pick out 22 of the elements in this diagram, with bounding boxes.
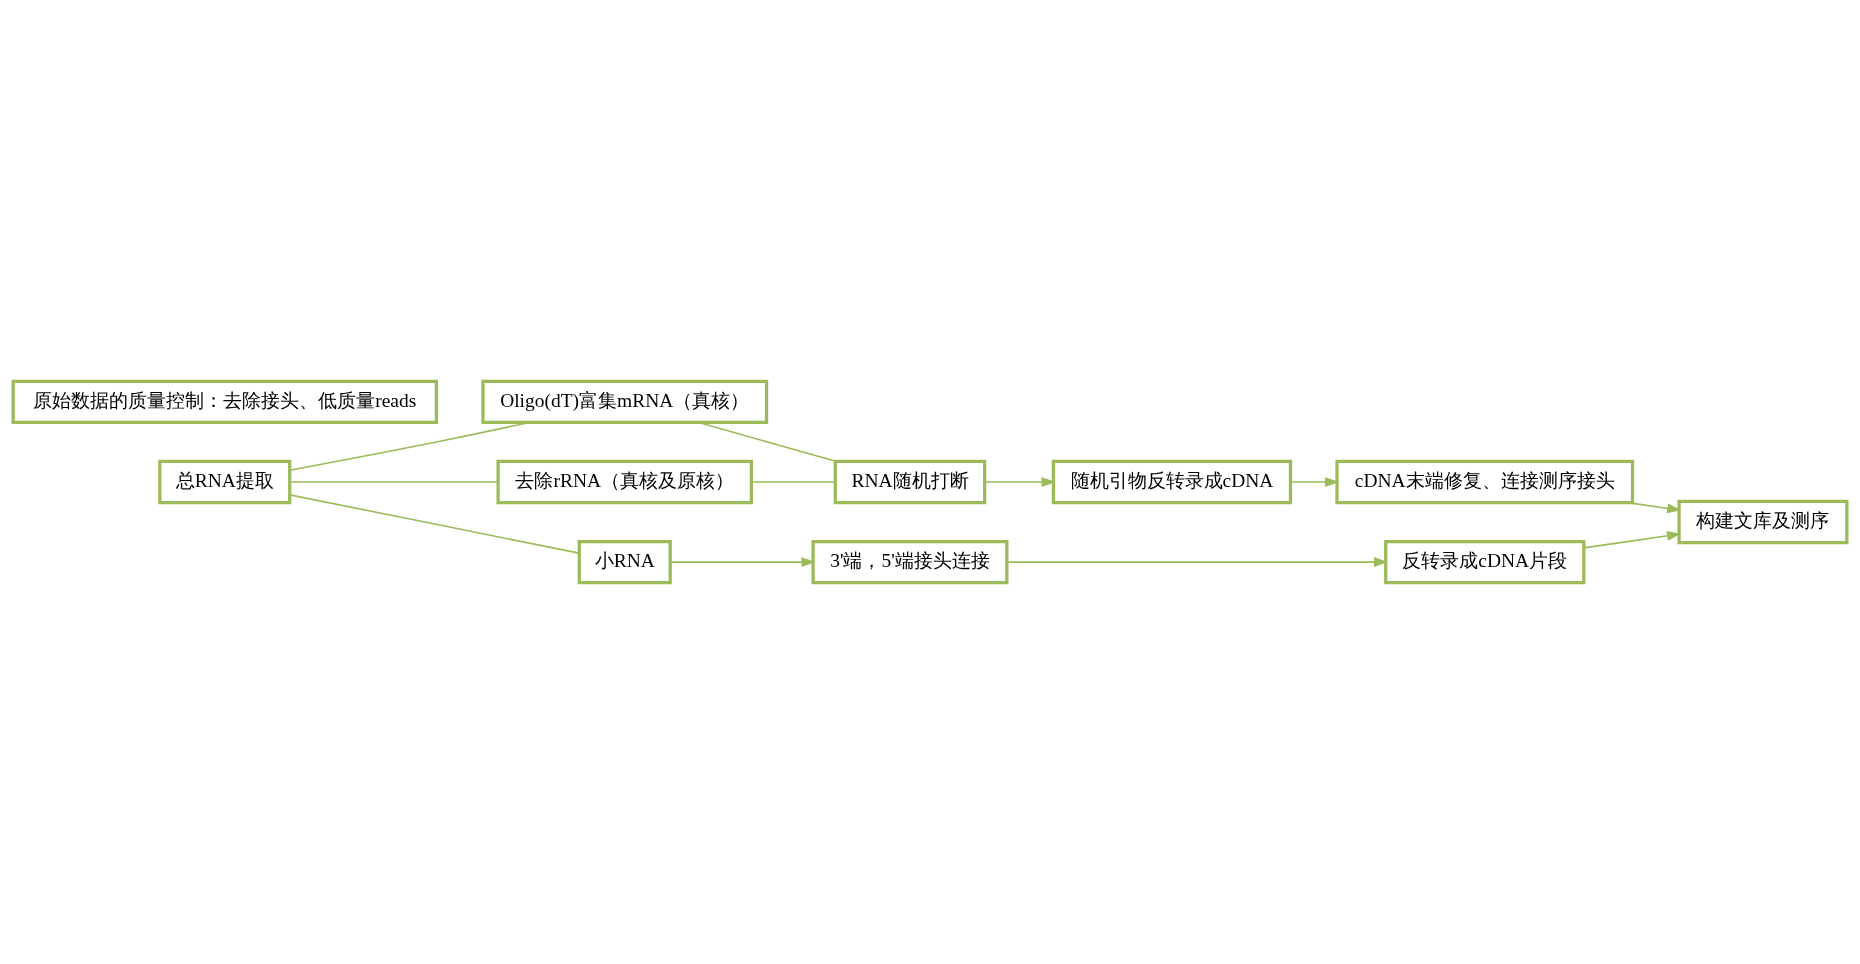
- connector: [288, 481, 499, 483]
- node-box: 3'端，5'端接头连接: [811, 539, 1009, 585]
- node-box: 去除rRNA（真核及原核）: [496, 459, 753, 505]
- node-box: 原始数据的质量控制：去除接头、低质量reads: [11, 379, 438, 425]
- connector: [289, 421, 531, 471]
- arrow: [984, 477, 1056, 487]
- arrow: [669, 557, 816, 568]
- arrow: [1583, 530, 1682, 549]
- node-box: 总RNA提取: [158, 459, 292, 505]
- node-box: 随机引物反转录成cDNA: [1051, 459, 1293, 505]
- arrow: [1006, 557, 1389, 568]
- node-box: 构建文库及测序: [1677, 499, 1849, 545]
- connector: [288, 494, 580, 554]
- connector: [750, 481, 836, 483]
- node-box: RNA随机打断: [833, 459, 987, 505]
- node-box: 小RNA: [577, 539, 672, 585]
- arrow: [1627, 501, 1682, 514]
- node-box: cDNA末端修复、连接测序接头: [1335, 459, 1635, 505]
- arrow: [1289, 477, 1340, 487]
- node-box: Oligo(dT)富集mRNA（真核）: [481, 379, 769, 425]
- connector: [697, 421, 837, 463]
- node-box: 反转录成cDNA片段: [1384, 539, 1586, 585]
